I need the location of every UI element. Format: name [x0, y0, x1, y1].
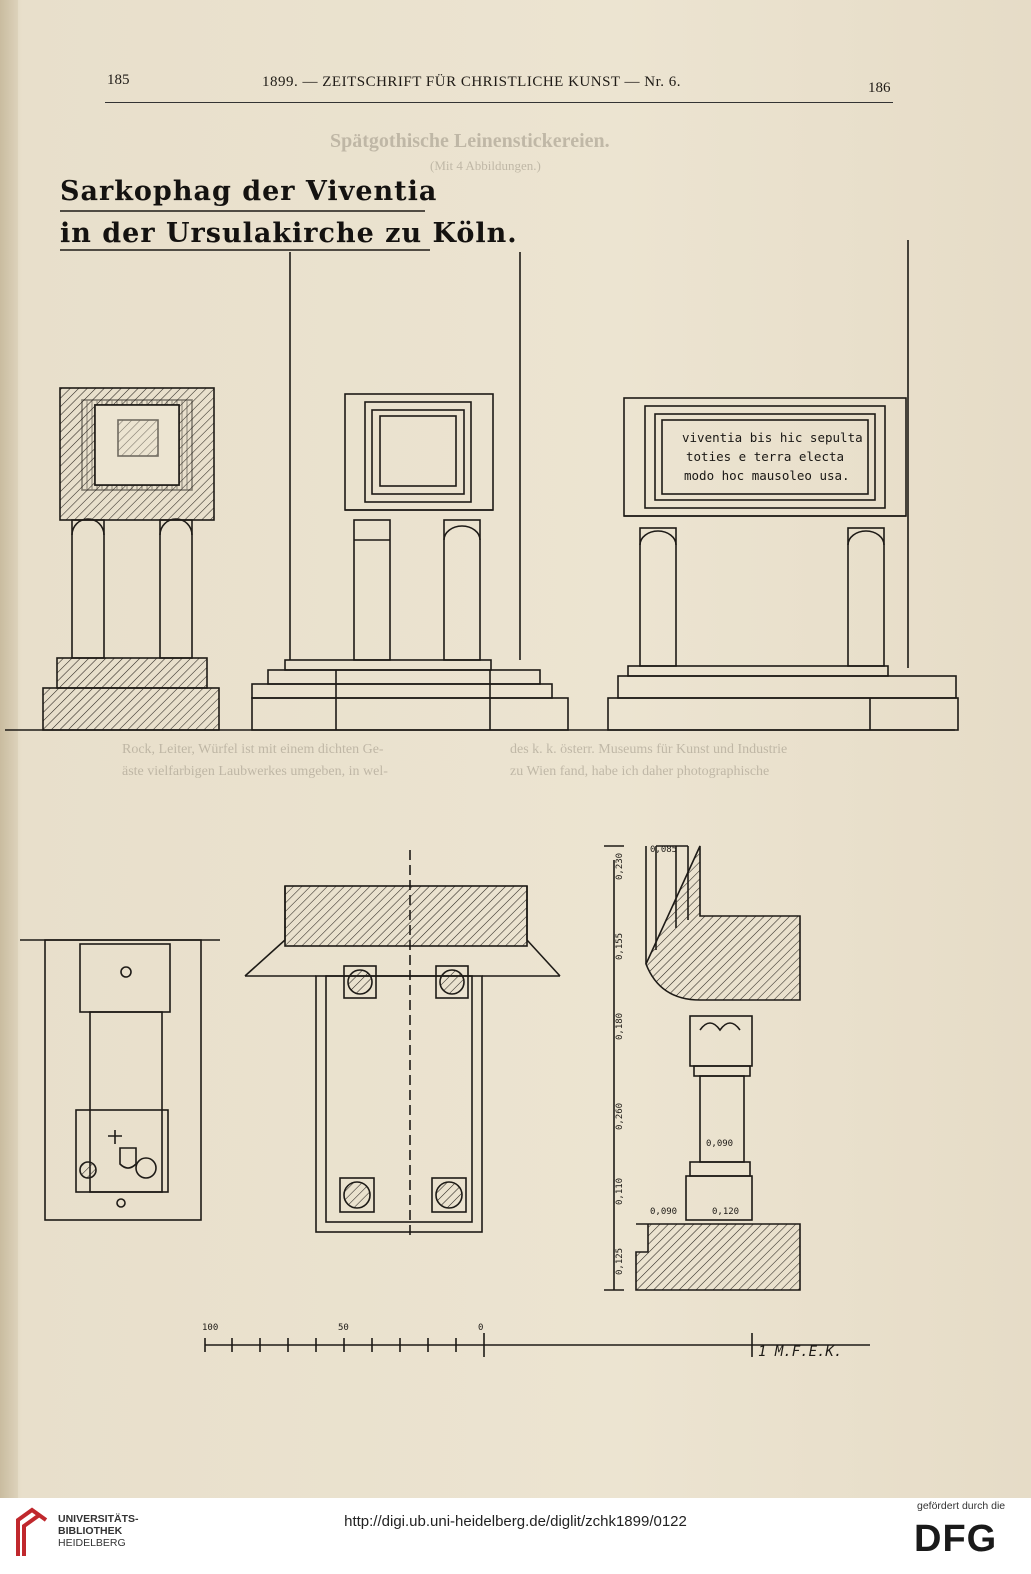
dim-0125: 0,125: [615, 1248, 625, 1275]
ghost-fragment-left2: äste vielfarbigen Laubwerkes umgeben, in…: [122, 764, 388, 779]
dim-0230: 0,230: [615, 853, 625, 880]
signature: 1 M.F.E.K.: [758, 1344, 842, 1360]
dim-0090-a: 0,090: [706, 1139, 733, 1149]
footer-bar: [0, 1498, 1031, 1574]
scale-label-50: 50: [338, 1323, 349, 1333]
dim-0110: 0,110: [615, 1178, 625, 1205]
permalink-url[interactable]: http://digi.ub.uni-heidelberg.de/diglit/…: [344, 1513, 687, 1530]
dim-0260: 0,260: [615, 1103, 625, 1130]
inscription-line-2: toties e terra electa: [686, 449, 845, 464]
ghost-fragment-right: des k. k. österr. Museums für Kunst und …: [510, 742, 788, 757]
inscription-elevation: [607, 240, 959, 731]
scale-label-100: 100: [202, 1323, 218, 1333]
page-number-right: 186: [868, 80, 891, 96]
plan-center: [244, 850, 561, 1240]
dim-0180: 0,180: [615, 1013, 625, 1040]
header-rule: [105, 102, 893, 103]
ghost-article-title: Spätgothische Leinenstickereien.: [330, 130, 610, 152]
front-elevation: [251, 252, 569, 731]
dfg-logo: DFG: [914, 1518, 998, 1560]
figure-title-line2: in der Ursulakirche zu Köln.: [60, 218, 518, 249]
funded-by-label: gefördert durch die: [917, 1500, 1006, 1512]
dim-0120: 0,120: [712, 1207, 739, 1217]
ghost-fragment-left: Rock, Leiter, Würfel ist mit einem dicht…: [122, 742, 384, 757]
running-title: 1899. — ZEITSCHRIFT FÜR CHRISTLICHE KUNS…: [262, 74, 682, 90]
inscription-line-3: modo hoc mausoleo usa.: [684, 468, 850, 483]
dim-0090-b: 0,090: [650, 1207, 677, 1217]
ghost-fragment-right2: zu Wien fand, habe ich daher photographi…: [510, 764, 770, 779]
dim-0085: 0,085: [650, 845, 677, 855]
dim-0155: 0,155: [615, 933, 625, 960]
page-number-left: 185: [107, 72, 130, 88]
section-elevation: [42, 387, 220, 731]
scale-label-0: 0: [478, 1323, 483, 1333]
library-name-2: BIBLIOTHEK: [58, 1525, 123, 1537]
scale-bar: [204, 1333, 870, 1357]
library-name-3: HEIDELBERG: [58, 1537, 126, 1549]
library-name-1: UNIVERSITÄTS-: [58, 1513, 139, 1525]
figure-title-line1: Sarkophag der Viventia: [60, 176, 438, 207]
page-spine: [0, 0, 18, 1498]
scanned-page: Spätgothische Leinenstickereien. (Mit 4 …: [0, 0, 1031, 1498]
inscription-line-1: viventia bis hic sepulta: [682, 430, 863, 445]
plan-left: [20, 939, 220, 1221]
library-logo-icon: [16, 1507, 48, 1556]
profile-detail: [604, 845, 801, 1291]
sarcophagus-drawing: 0,085 0,230 0,155 0,180 0,260 0,090 0,11…: [5, 210, 959, 1360]
ghost-article-subtitle: (Mit 4 Abbildungen.): [430, 158, 541, 173]
